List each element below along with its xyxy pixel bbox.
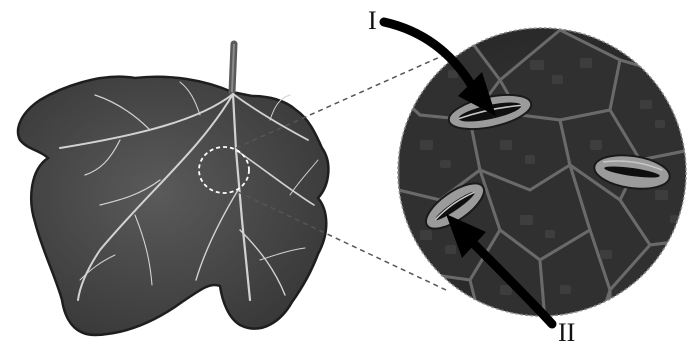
leaf-blade (18, 77, 328, 335)
magnified-view (398, 28, 690, 320)
label-marker-1: I (368, 8, 377, 34)
label-marker-2: II (558, 320, 575, 346)
fig-leaf (18, 44, 328, 335)
